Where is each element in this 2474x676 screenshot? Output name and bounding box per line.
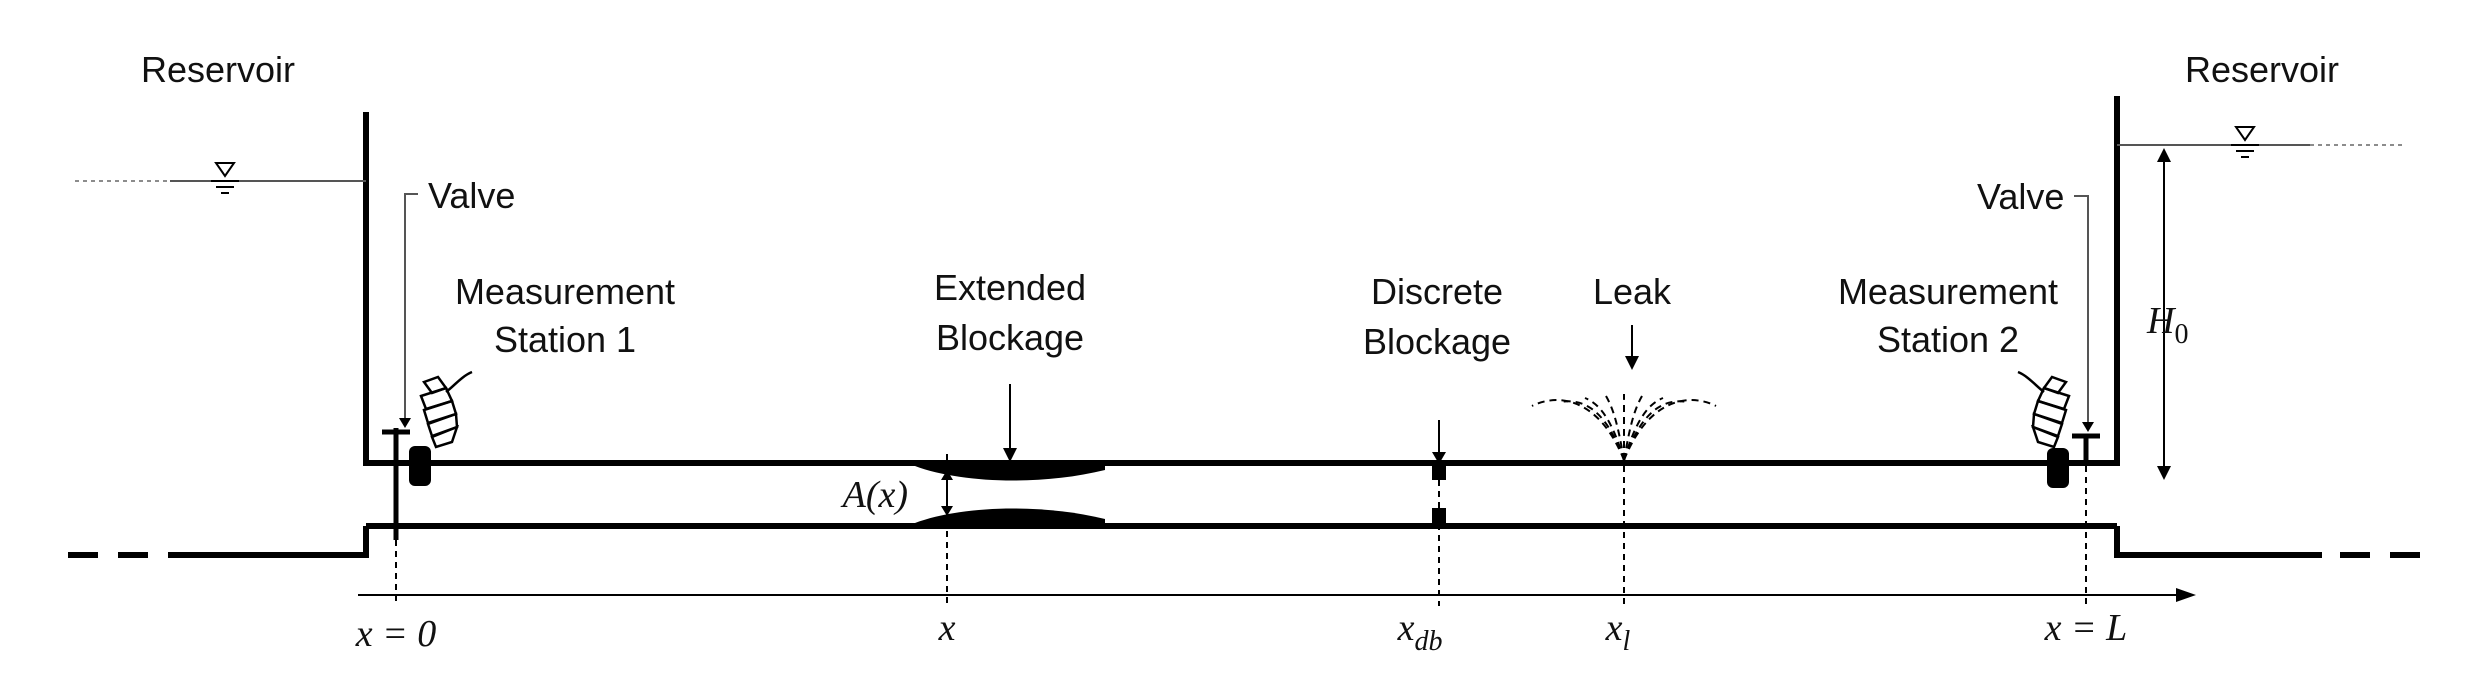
hand-icon-left — [419, 370, 473, 449]
axis-label-xL: x = L — [2044, 607, 2128, 649]
sensor-icon-left — [409, 446, 431, 486]
pipe — [68, 460, 2420, 558]
station2-label-line2: Station 2 — [1877, 319, 2019, 360]
right-reservoir: Reservoir — [2114, 49, 2405, 466]
water-level-icon-right — [2231, 126, 2259, 158]
extended-blockage: Extended Blockage — [915, 267, 1105, 523]
station2-label-line1: Measurement — [1838, 271, 2058, 312]
axis-label-xl: xl — [1605, 607, 1631, 657]
measurement-station-2: Measurement Station 2 — [1838, 271, 2071, 488]
extended-label-line2: Blockage — [936, 317, 1084, 358]
axis-label-xdb: xdb — [1397, 607, 1443, 657]
valve-left-label: Valve — [428, 175, 515, 216]
head-marker: H0 — [2146, 148, 2188, 480]
station1-label-line1: Measurement — [455, 271, 675, 312]
valve-left: Valve — [382, 175, 515, 540]
reference-lines — [395, 466, 2087, 606]
area-marker: A(x) — [840, 454, 953, 606]
station1-label-line2: Station 1 — [494, 319, 636, 360]
head-label: H0 — [2146, 300, 2188, 350]
measurement-station-1: Measurement Station 1 — [409, 271, 675, 486]
reservoir-right-label: Reservoir — [2185, 49, 2339, 90]
axis-label-x0: x = 0 — [355, 613, 437, 655]
leak: Leak — [1531, 271, 1717, 606]
discrete-blockage: Discrete Blockage — [1363, 271, 1511, 606]
discrete-label-line2: Blockage — [1363, 321, 1511, 362]
valve-right: Valve — [1977, 176, 2100, 466]
discrete-label-line1: Discrete — [1371, 271, 1503, 312]
x-axis: x = 0 x xdb xl x = L — [355, 588, 2196, 657]
water-level-icon-left — [211, 162, 239, 194]
sensor-icon-right — [2047, 448, 2069, 488]
axis-label-x: x — [938, 607, 956, 649]
reservoir-left-label: Reservoir — [141, 49, 295, 90]
leak-spray-icon — [1531, 394, 1717, 461]
left-reservoir: Reservoir — [75, 49, 369, 464]
extended-label-line1: Extended — [934, 267, 1086, 308]
leak-label: Leak — [1593, 271, 1672, 312]
area-label: A(x) — [840, 474, 908, 516]
valve-right-label: Valve — [1977, 176, 2064, 217]
hand-icon-right — [2017, 370, 2071, 449]
